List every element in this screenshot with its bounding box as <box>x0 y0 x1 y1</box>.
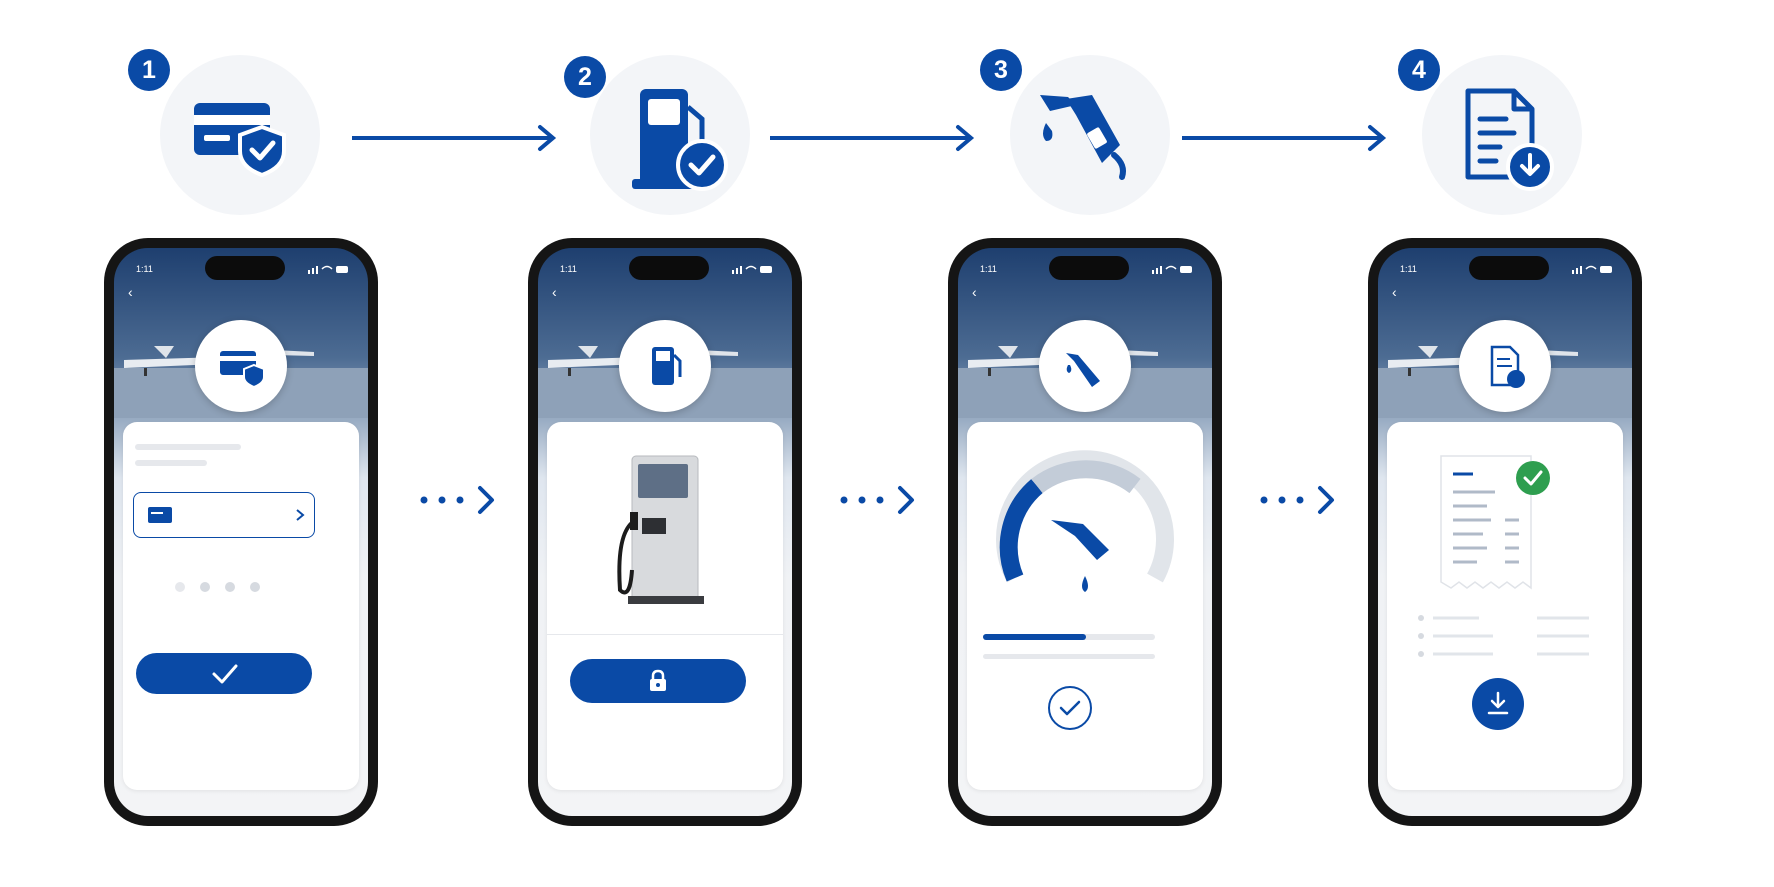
phone-step-1: 1:11 ‹ <box>104 238 378 826</box>
phone-screen: 1:11 ‹ <box>538 248 792 816</box>
step-1-to-2-arrow <box>352 125 557 151</box>
dynamic-island <box>629 256 709 280</box>
fuel-nozzle-icon <box>1066 353 1100 387</box>
credit-card-shield-icon <box>194 103 286 178</box>
status-icons <box>1152 265 1192 274</box>
pump-panel <box>547 422 783 790</box>
placeholder-line <box>983 654 1155 659</box>
credit-card-shield-icon <box>220 351 265 389</box>
dynamic-island <box>1049 256 1129 280</box>
payment-card-panel <box>123 422 359 790</box>
phone-2-to-3-dotted-arrow <box>840 486 914 514</box>
divider <box>547 634 783 635</box>
phone-1-to-2-dotted-arrow <box>420 486 494 514</box>
phone-step-4: 1:11 ‹ <box>1368 238 1642 826</box>
screen-icon-circle <box>1459 320 1551 412</box>
phone-step-3: 1:11 ‹ <box>948 238 1222 826</box>
fuel-pump-check-icon <box>632 89 728 191</box>
receipt-panel <box>1387 422 1623 790</box>
step-2-badge: 2 <box>564 56 606 98</box>
back-chevron-icon[interactable]: ‹ <box>128 284 133 300</box>
fuel-pump-icon <box>652 347 682 385</box>
fuel-pump-illustration <box>617 455 704 604</box>
fuel-nozzle-icon <box>1040 95 1126 180</box>
status-icons <box>1572 265 1612 274</box>
step-2-icon-circle <box>590 55 750 215</box>
step-3-badge: 3 <box>980 49 1022 91</box>
phone-screen: 1:11 ‹ <box>114 248 368 816</box>
credit-card-icon <box>148 507 172 523</box>
step-1-badge: 1 <box>128 49 170 91</box>
confirm-button[interactable] <box>136 653 312 694</box>
receipt-summary-lines <box>1418 615 1589 657</box>
checkmark-icon <box>212 664 238 684</box>
step-3-to-4-arrow <box>1182 125 1387 151</box>
phone-screen: 1:11 ‹ <box>1378 248 1632 816</box>
step-4-icon-circle <box>1422 55 1582 215</box>
fuel-progress-bar <box>983 634 1155 640</box>
download-receipt-button[interactable] <box>1472 678 1524 730</box>
chevron-right-icon <box>296 509 305 521</box>
step-4-badge: 4 <box>1398 49 1440 91</box>
status-icons <box>308 265 348 274</box>
placeholder-line <box>135 444 241 450</box>
authorize-pump-button[interactable] <box>570 659 746 703</box>
back-chevron-icon[interactable]: ‹ <box>972 284 977 300</box>
dynamic-island <box>1469 256 1549 280</box>
pagination-dots <box>175 582 260 592</box>
placeholder-line <box>135 460 207 466</box>
download-icon <box>1487 691 1509 715</box>
status-time: 1:11 <box>980 264 997 274</box>
back-chevron-icon[interactable]: ‹ <box>1392 284 1397 300</box>
status-time: 1:11 <box>1400 264 1417 274</box>
payment-method-selector[interactable] <box>133 492 315 538</box>
lock-icon <box>650 669 666 691</box>
receipt-illustration <box>1440 455 1550 590</box>
status-icons <box>732 265 772 274</box>
status-time: 1:11 <box>136 264 153 274</box>
screen-icon-circle <box>619 320 711 412</box>
receipt-download-icon <box>1465 88 1554 191</box>
fuel-gauge <box>996 450 1174 592</box>
complete-fueling-button[interactable] <box>1048 686 1092 730</box>
step-2-to-3-arrow <box>770 125 975 151</box>
step-1-icon-circle <box>160 55 320 215</box>
screen-icon-circle <box>195 320 287 412</box>
checkmark-icon <box>1059 700 1081 716</box>
phone-step-2: 1:11 ‹ <box>528 238 802 826</box>
phone-3-to-4-dotted-arrow <box>1260 486 1334 514</box>
screen-icon-circle <box>1039 320 1131 412</box>
back-chevron-icon[interactable]: ‹ <box>552 284 557 300</box>
fueling-panel <box>967 422 1203 790</box>
step-3-icon-circle <box>1010 55 1170 215</box>
dynamic-island <box>205 256 285 280</box>
receipt-download-icon <box>1490 345 1525 388</box>
fuel-progress-fill <box>983 634 1087 640</box>
status-time: 1:11 <box>560 264 577 274</box>
phone-screen: 1:11 ‹ <box>958 248 1212 816</box>
